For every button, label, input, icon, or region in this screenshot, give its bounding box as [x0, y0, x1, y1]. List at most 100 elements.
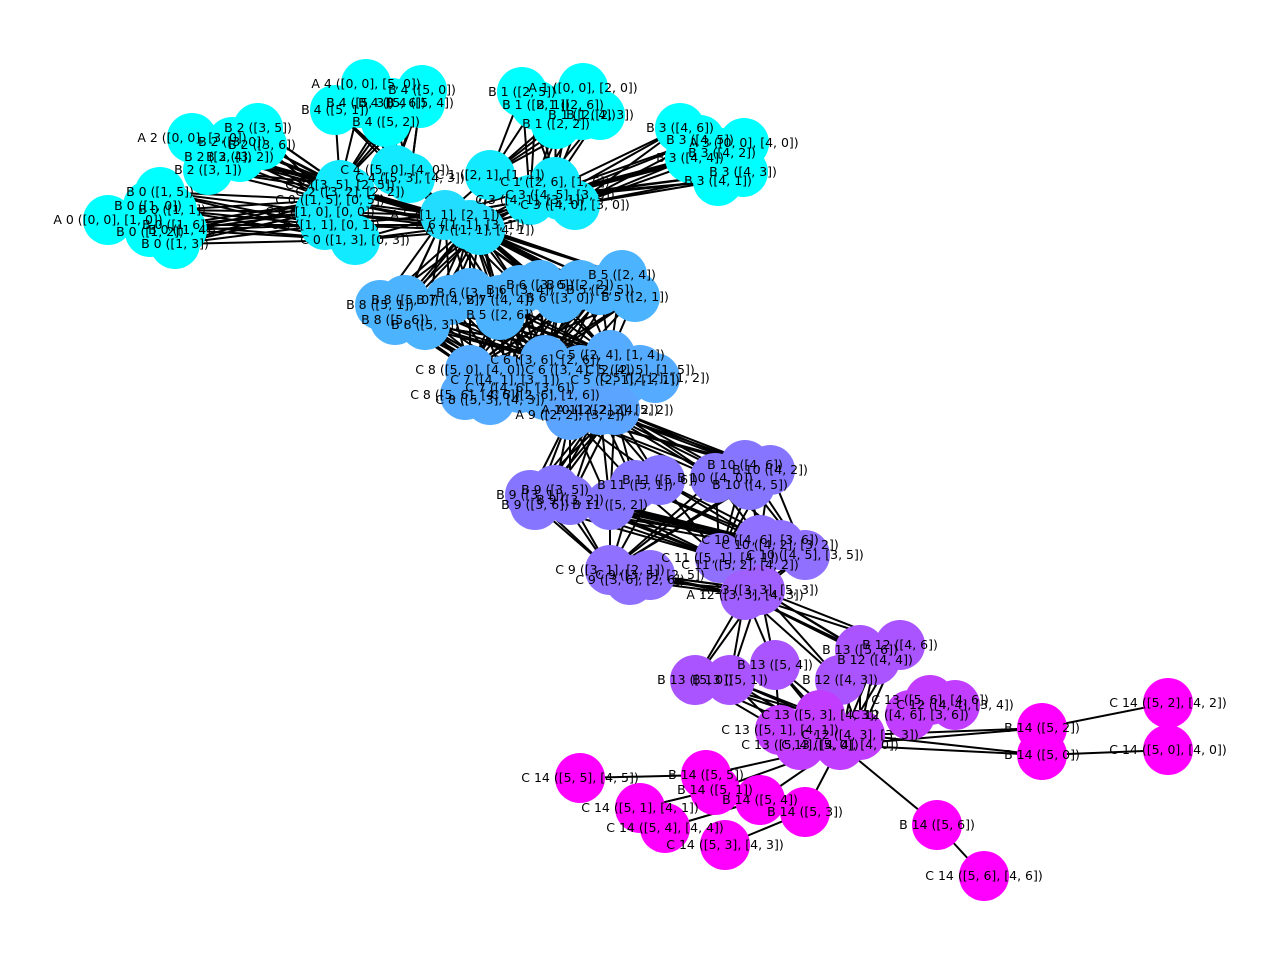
node-label: C 14 ([5, 1], [4, 1])	[581, 800, 699, 815]
node-label: B 5 ([2, 6])	[466, 307, 534, 322]
node-label: C 8 ([5, 6], [4, 6])	[410, 387, 520, 402]
node-label: B 0 ([1, 0])	[114, 198, 182, 213]
node-label: C 14 ([5, 5], [4, 5])	[521, 770, 639, 785]
node-label: B 5 ([2, 5])	[566, 282, 634, 297]
node-label: B 10 ([4, 0])	[677, 470, 753, 485]
node-label: C 13 ([5, 4], [4, 4])	[741, 737, 859, 752]
node-label: B 11 ([5, 2])	[572, 497, 648, 512]
node-label: C 1 ([2, 1], [1, 1])	[435, 167, 545, 182]
graph-node	[775, 720, 825, 770]
graph-node	[510, 480, 560, 530]
graph-node	[885, 690, 935, 740]
graph-node	[690, 765, 740, 815]
node-label: C 2 ([3, 2], [2, 2])	[295, 184, 405, 199]
node-label: B 11 ([5, 6])	[622, 472, 698, 487]
node-label: C 6 ([3, 6], [2, 6])	[490, 352, 600, 367]
graph-node	[1143, 725, 1193, 775]
node-label: B 8 ([5, 0])	[371, 292, 439, 307]
node-label: A 4 ([0, 0], [5, 0])	[311, 76, 420, 91]
node-label: B 5 ([2, 2])	[546, 277, 614, 292]
node-label: B 4 ([5, 1])	[301, 102, 369, 117]
node-label: A 9 ([2, 2], [3, 2])	[515, 407, 624, 422]
node-label: B 1 ([2, 3])	[566, 107, 634, 122]
node-label: A 10 ([2, 2], [4, 2])	[541, 402, 658, 417]
node-label: C 4 ([5, 3], [4, 3])	[355, 170, 465, 185]
node-label: B 1 ([2, 6])	[536, 97, 604, 112]
graph-node	[735, 775, 785, 825]
graph-node	[531, 99, 581, 149]
graph-node	[575, 90, 625, 140]
graph-node	[912, 800, 962, 850]
node-label: B 14 ([5, 4])	[722, 792, 798, 807]
graph-node	[780, 787, 830, 837]
node-label: B 4 ([5, 2])	[352, 114, 420, 129]
node-label: C 12 ([4, 6], [3, 6])	[851, 707, 969, 722]
graph-node	[735, 565, 785, 615]
node-label: C 10 ([4, 6], [3, 6])	[701, 532, 819, 547]
graph-node	[330, 215, 380, 265]
node-label: C 3 ([4, 0], [3, 0])	[520, 197, 630, 212]
graph-edge	[859, 727, 1043, 736]
node-label: C 11 ([5, 2], [4, 2])	[681, 557, 799, 572]
node-label: C 5 ([2, 2], [1, 2])	[600, 370, 710, 385]
graph-node	[1017, 730, 1067, 780]
node-label: B 4 ([5, 4])	[386, 95, 454, 110]
node-label: B 13 ([5, 4])	[737, 657, 813, 672]
node-label: A 1 ([0, 0], [2, 0])	[528, 80, 637, 95]
node-label: C 12 ([4, 4], [3, 4])	[896, 697, 1014, 712]
node-label: B 8 ([5, 3])	[391, 317, 459, 332]
node-label: B 2 ([3, 4])	[184, 149, 252, 164]
graph-node	[693, 156, 743, 206]
graph-node	[550, 180, 600, 230]
node-label: C 14 ([5, 6], [4, 6])	[925, 868, 1043, 883]
graph-node	[815, 720, 865, 770]
node-label: B 0 ([1, 2])	[116, 224, 184, 239]
node-label: B 0 ([1, 4])	[148, 222, 216, 237]
graph-edge	[859, 734, 1043, 756]
node-label: C 9 ([3, 5], [2, 5])	[595, 567, 705, 582]
node-label: B 9 ([3, 1])	[496, 487, 564, 502]
node-label: B 1 ([2, 5])	[488, 84, 556, 99]
node-label: C 5 ([2, 1], [1, 1])	[570, 372, 680, 387]
graph-node	[325, 167, 375, 217]
node-label: A 5 ([1, 1], [2, 1])	[390, 207, 499, 222]
graph-node	[455, 205, 505, 255]
node-label: B 4 ([5, 0])	[388, 82, 456, 97]
node-label: C 0 ([1, 5], [0, 5])	[275, 192, 385, 207]
node-layer	[83, 59, 1193, 901]
graph-node	[1143, 678, 1193, 728]
node-label: B 4 ([5, 3])	[326, 95, 394, 110]
node-label: C 0 ([1, 3], [0, 3])	[300, 232, 410, 247]
node-label: C 13 ([5, 6], [4, 6])	[871, 692, 989, 707]
node-label: B 12 ([4, 3])	[802, 672, 878, 687]
node-label: B 5 ([2, 4])	[588, 267, 656, 282]
graph-node	[930, 680, 980, 730]
node-label: C 0 ([1, 0], [0, 0])	[265, 204, 375, 219]
node-label: B 12 ([4, 4])	[837, 652, 913, 667]
graph-node	[361, 97, 411, 147]
node-label: B 8 ([5, 1])	[346, 297, 414, 312]
graph-node	[610, 272, 660, 322]
graph-node	[670, 655, 720, 705]
node-label: B 0 ([1, 5])	[126, 184, 194, 199]
node-label: B 2 ([3, 5])	[224, 120, 292, 135]
node-label: B 3 ([4, 2])	[688, 145, 756, 160]
node-label: B 3 ([4, 4])	[656, 150, 724, 165]
node-label: B 14 ([5, 1])	[677, 782, 753, 797]
node-label: A 2 ([0, 0], [3, 0])	[137, 130, 246, 145]
node-label: C 12 ([4, 3], [3, 3])	[801, 727, 919, 742]
node-label: C 6 ([3, 4], [2, 4])	[525, 362, 635, 377]
node-label: B 14 ([5, 3])	[767, 804, 843, 819]
node-label: B 8 ([5, 6])	[361, 312, 429, 327]
node-label: B 7 ([4, 4])	[466, 292, 534, 307]
graph-node	[780, 530, 830, 580]
node-label: B 3 ([4, 5])	[666, 132, 734, 147]
graph-node	[700, 820, 750, 870]
node-label: C 13 ([5, 3], [4, 3])	[761, 707, 879, 722]
graph-node	[465, 150, 515, 200]
node-label: B 6 ([3, 0])	[526, 290, 594, 305]
node-label: B 0 ([1, 1])	[138, 202, 206, 217]
node-label: B 13 ([5, 1])	[692, 672, 768, 687]
label-layer: A 0 ([0, 0], [1, 0])B 0 ([1, 5])B 0 ([1,…	[53, 76, 1226, 883]
